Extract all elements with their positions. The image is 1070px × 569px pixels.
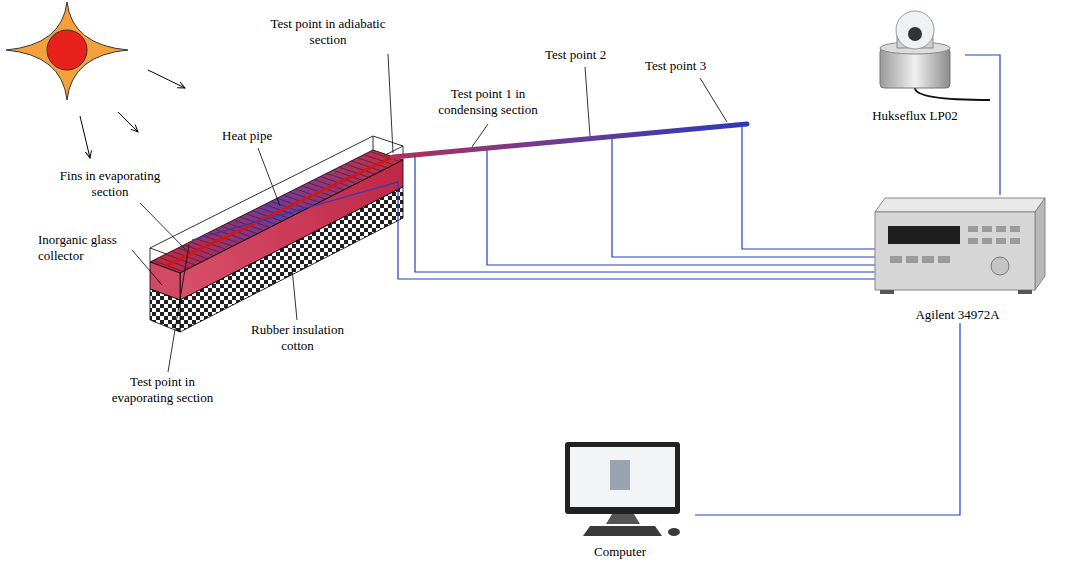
part-label: Test point in adiabatic section [258, 16, 398, 49]
part-label: Test point in evaporating section [100, 374, 225, 407]
part-label: Test point 3 [645, 58, 725, 74]
part-label: Rubber insulation cotton [240, 322, 355, 355]
device-node: Agilent 34972A [865, 195, 1050, 323]
part-label: Test point 1 in condensing section [428, 86, 548, 119]
part-label: Heat pipe [222, 128, 292, 144]
device-node: Computer [545, 440, 695, 560]
signal-wire [965, 55, 1000, 195]
part-label: Fins in evaporating section [45, 168, 175, 201]
signal-wire [695, 323, 960, 515]
device-node: Hukseflux LP02 [865, 0, 965, 124]
device-label: Computer [594, 544, 646, 560]
part-label: Inorganic glass collector [38, 232, 138, 265]
device-label: Agilent 34972A [915, 307, 999, 323]
device-label: Hukseflux LP02 [872, 108, 958, 124]
part-label: Test point 2 [545, 47, 625, 63]
